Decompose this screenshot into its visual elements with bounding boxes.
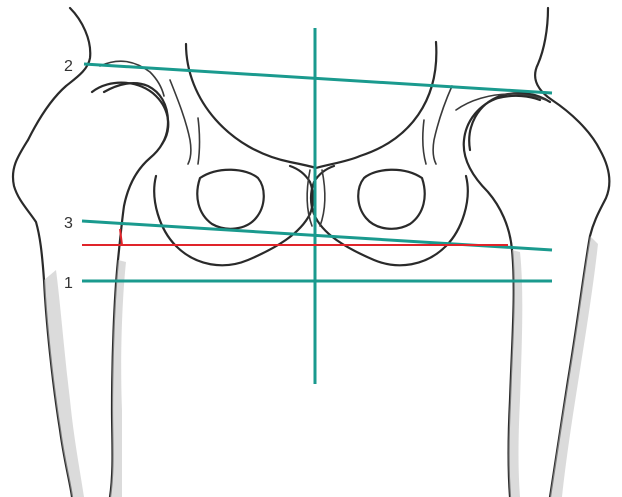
- left-femur: [13, 8, 168, 497]
- label-line-2: 2: [64, 58, 73, 75]
- right-femur: [456, 8, 609, 497]
- label-line-1: 1: [64, 275, 73, 292]
- pelvis: [154, 42, 468, 265]
- reference-lines: [82, 28, 552, 384]
- label-line-3: 3: [64, 215, 73, 232]
